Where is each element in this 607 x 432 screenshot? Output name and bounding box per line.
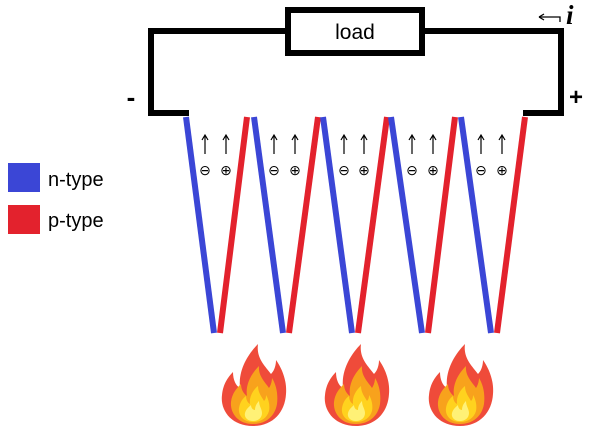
circuit-wire xyxy=(148,28,564,116)
carrier-arrows xyxy=(201,133,506,154)
flames xyxy=(221,344,494,426)
electron-symbol: ⊖ xyxy=(406,162,418,178)
plus-terminal-label: + xyxy=(569,84,583,111)
semiconductor-legs xyxy=(183,116,528,334)
hole-symbol: ⊕ xyxy=(496,162,508,178)
p-type-leg xyxy=(425,116,458,334)
hole-symbol: ⊕ xyxy=(427,162,439,178)
load-label: load xyxy=(335,21,375,44)
hole-symbol: ⊕ xyxy=(289,162,301,178)
hole-symbol: ⊕ xyxy=(220,162,232,178)
right-wire xyxy=(419,28,564,116)
hole-symbol: ⊕ xyxy=(358,162,370,178)
legend: n-type p-type xyxy=(8,163,104,234)
electron-symbol: ⊖ xyxy=(268,162,280,178)
electron-symbol: ⊖ xyxy=(475,162,487,178)
n-type-leg xyxy=(388,116,425,334)
left-wire xyxy=(148,28,291,116)
electron-symbol: ⊖ xyxy=(338,162,350,178)
n-type-leg xyxy=(183,116,217,334)
n-type-leg xyxy=(251,116,286,334)
minus-terminal-label: - xyxy=(127,82,136,112)
current-label: i xyxy=(566,0,574,30)
carrier-symbols: ⊖ ⊕ ⊖ ⊕ ⊖ ⊕ ⊖ ⊕ ⊖ ⊕ xyxy=(199,162,508,178)
current-arrow-icon xyxy=(538,13,561,22)
legend-swatch-p-type xyxy=(8,205,40,234)
p-type-leg xyxy=(286,116,321,334)
flame-icon xyxy=(428,344,494,426)
p-type-leg xyxy=(217,116,250,334)
flame-icon xyxy=(221,344,287,426)
legend-swatch-n-type xyxy=(8,163,40,192)
n-type-leg xyxy=(458,116,494,334)
electron-symbol: ⊖ xyxy=(199,162,211,178)
legend-label-p-type: p-type xyxy=(48,210,104,232)
n-type-leg xyxy=(320,116,355,334)
p-type-leg xyxy=(494,116,528,334)
load-box: load xyxy=(285,7,425,56)
legend-label-n-type: n-type xyxy=(48,169,104,191)
p-type-leg xyxy=(355,116,390,334)
flame-icon xyxy=(324,344,390,426)
